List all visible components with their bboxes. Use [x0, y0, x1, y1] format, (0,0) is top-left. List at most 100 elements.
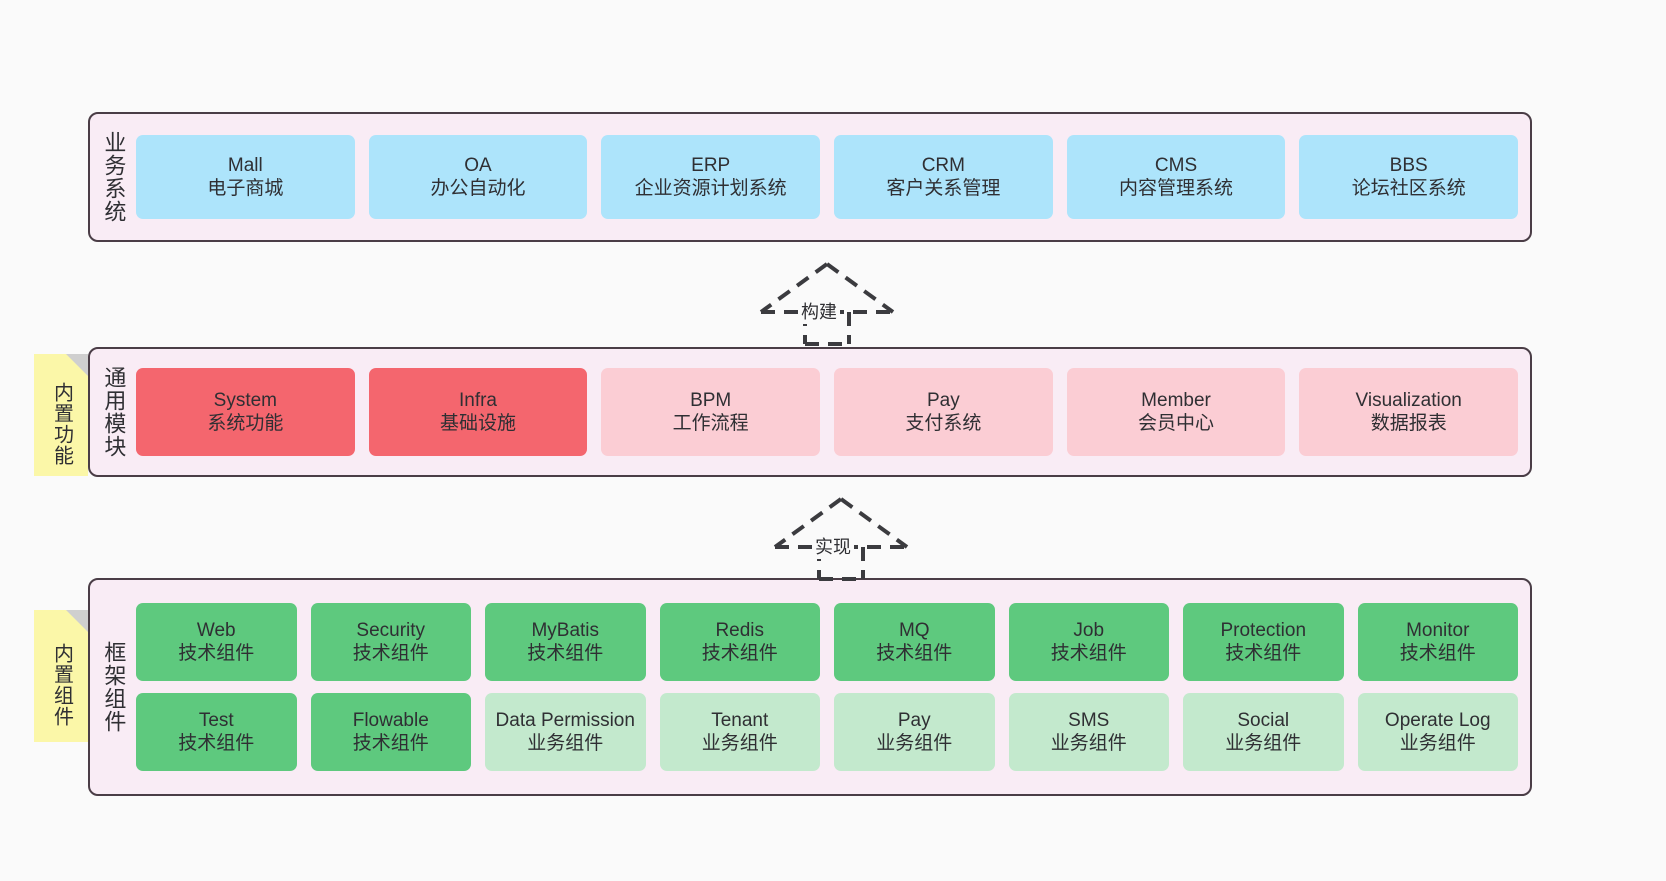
- card-title-cn: 业务组件: [701, 733, 778, 754]
- card-title-en: OA: [464, 154, 492, 176]
- card-title-en: ERP: [691, 154, 731, 176]
- card-title-cn: 技术组件: [1225, 643, 1302, 664]
- card-title-cn: 技术组件: [178, 733, 255, 754]
- card-title-en: Security: [356, 619, 426, 641]
- card-title-en: Job: [1073, 619, 1105, 641]
- layer-title-business-systems: 业务系统: [101, 131, 127, 223]
- card-title-cn: 技术组件: [876, 643, 953, 664]
- sticky-fold-corner-icon: [66, 354, 88, 376]
- implement-arrow-left-edge: [773, 497, 843, 549]
- card-title-cn: 技术组件: [1050, 643, 1127, 664]
- card-title-en: Data Permission: [495, 709, 635, 731]
- card-title-en: CRM: [921, 154, 965, 176]
- card-title-cn: 企业资源计划系统: [634, 178, 787, 199]
- card-title-en: Redis: [715, 619, 765, 641]
- card-title-en: System: [213, 389, 278, 411]
- sticky-note-builtin-components-label: 内置组件: [50, 643, 73, 727]
- implement-arrow-right-edge: [839, 497, 909, 549]
- card-title-en: Operate Log: [1384, 709, 1491, 731]
- build-arrow-left-edge: [759, 262, 829, 314]
- card-title-en: Social: [1237, 709, 1290, 731]
- sticky-note-builtin-features: 内置功能: [34, 354, 88, 476]
- card-title-cn: 业务组件: [1225, 733, 1302, 754]
- card-title-cn: 论坛社区系统: [1351, 178, 1466, 199]
- connector-implement: 实现: [771, 495, 911, 581]
- card-title-en: MQ: [898, 619, 930, 641]
- card-title-cn: 技术组件: [1399, 643, 1476, 664]
- card-title-cn: 业务组件: [1050, 733, 1127, 754]
- card-title-cn: 内容管理系统: [1119, 178, 1234, 199]
- card-title-en: MyBatis: [531, 619, 600, 641]
- card-title-cn: 工作流程: [672, 413, 749, 434]
- card-title-cn: 客户关系管理: [886, 178, 1001, 199]
- build-arrow-right-edge: [825, 262, 895, 314]
- connector-build-label: 构建: [798, 298, 840, 324]
- card-title-cn: 支付系统: [905, 413, 982, 434]
- card-title-cn: 业务组件: [527, 733, 604, 754]
- layer-title-framework-components: 框架组件: [101, 641, 127, 733]
- card-title-cn: 技术组件: [178, 643, 255, 664]
- card-title-en: Test: [198, 709, 234, 731]
- card-title-en: Infra: [458, 389, 498, 411]
- connector-implement-label: 实现: [812, 533, 854, 559]
- card-title-cn: 系统功能: [207, 413, 284, 434]
- card-title-cn: 技术组件: [352, 733, 429, 754]
- connector-build: 构建: [757, 260, 897, 346]
- card-title-cn: 数据报表: [1370, 413, 1447, 434]
- card-title-en: Monitor: [1406, 619, 1470, 641]
- sticky-note-builtin-features-label: 内置功能: [50, 382, 73, 466]
- card-title-en: BBS: [1389, 154, 1428, 176]
- card-title-en: Protection: [1220, 619, 1307, 641]
- card-title-en: Member: [1141, 389, 1211, 411]
- card-title-en: BPM: [690, 389, 732, 411]
- card-title-cn: 办公自动化: [430, 178, 526, 199]
- card-title-en: CMS: [1154, 154, 1198, 176]
- card-title-cn: 电子商城: [207, 178, 284, 199]
- card-title-en: Web: [196, 619, 236, 641]
- sticky-note-builtin-components: 内置组件: [34, 610, 88, 742]
- card-title-cn: 技术组件: [527, 643, 604, 664]
- sticky-fold-corner-icon: [66, 610, 88, 632]
- card-title-cn: 技术组件: [352, 643, 429, 664]
- card-title-en: Pay: [897, 709, 931, 731]
- card-title-cn: 业务组件: [876, 733, 953, 754]
- card-title-en: Mall: [227, 154, 263, 176]
- layer-title-common-modules: 通用模块: [101, 366, 127, 458]
- card-title-en: Tenant: [711, 709, 769, 731]
